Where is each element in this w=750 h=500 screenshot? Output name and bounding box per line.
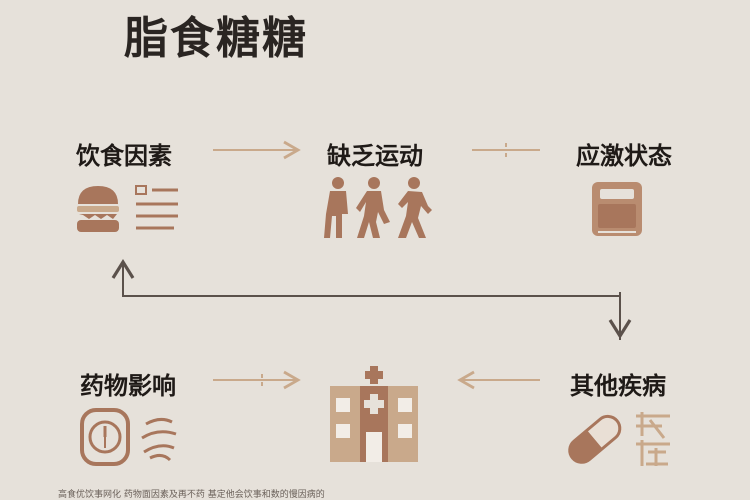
node-diet-label: 饮食因素 bbox=[76, 142, 172, 170]
pill-icon bbox=[566, 410, 676, 472]
footnote-text: 高食优饮事网化 药物面因素及再不药 基定他会饮事和数的慢因病的 bbox=[58, 490, 325, 500]
box-icon bbox=[590, 180, 644, 242]
node-medication-label: 药物影响 bbox=[80, 372, 176, 400]
walking-people-icon bbox=[322, 176, 434, 244]
clock-icon bbox=[80, 408, 192, 470]
node-exercise-label: 缺乏运动 bbox=[327, 142, 423, 170]
burger-list-icon bbox=[74, 182, 180, 242]
node-disease-label: 其他疾病 bbox=[570, 372, 666, 400]
hospital-icon bbox=[326, 364, 422, 468]
loop-connector-up bbox=[111, 258, 621, 340]
node-stress-label: 应激状态 bbox=[576, 142, 672, 170]
page-title: 脂食糖糖 bbox=[124, 13, 308, 64]
